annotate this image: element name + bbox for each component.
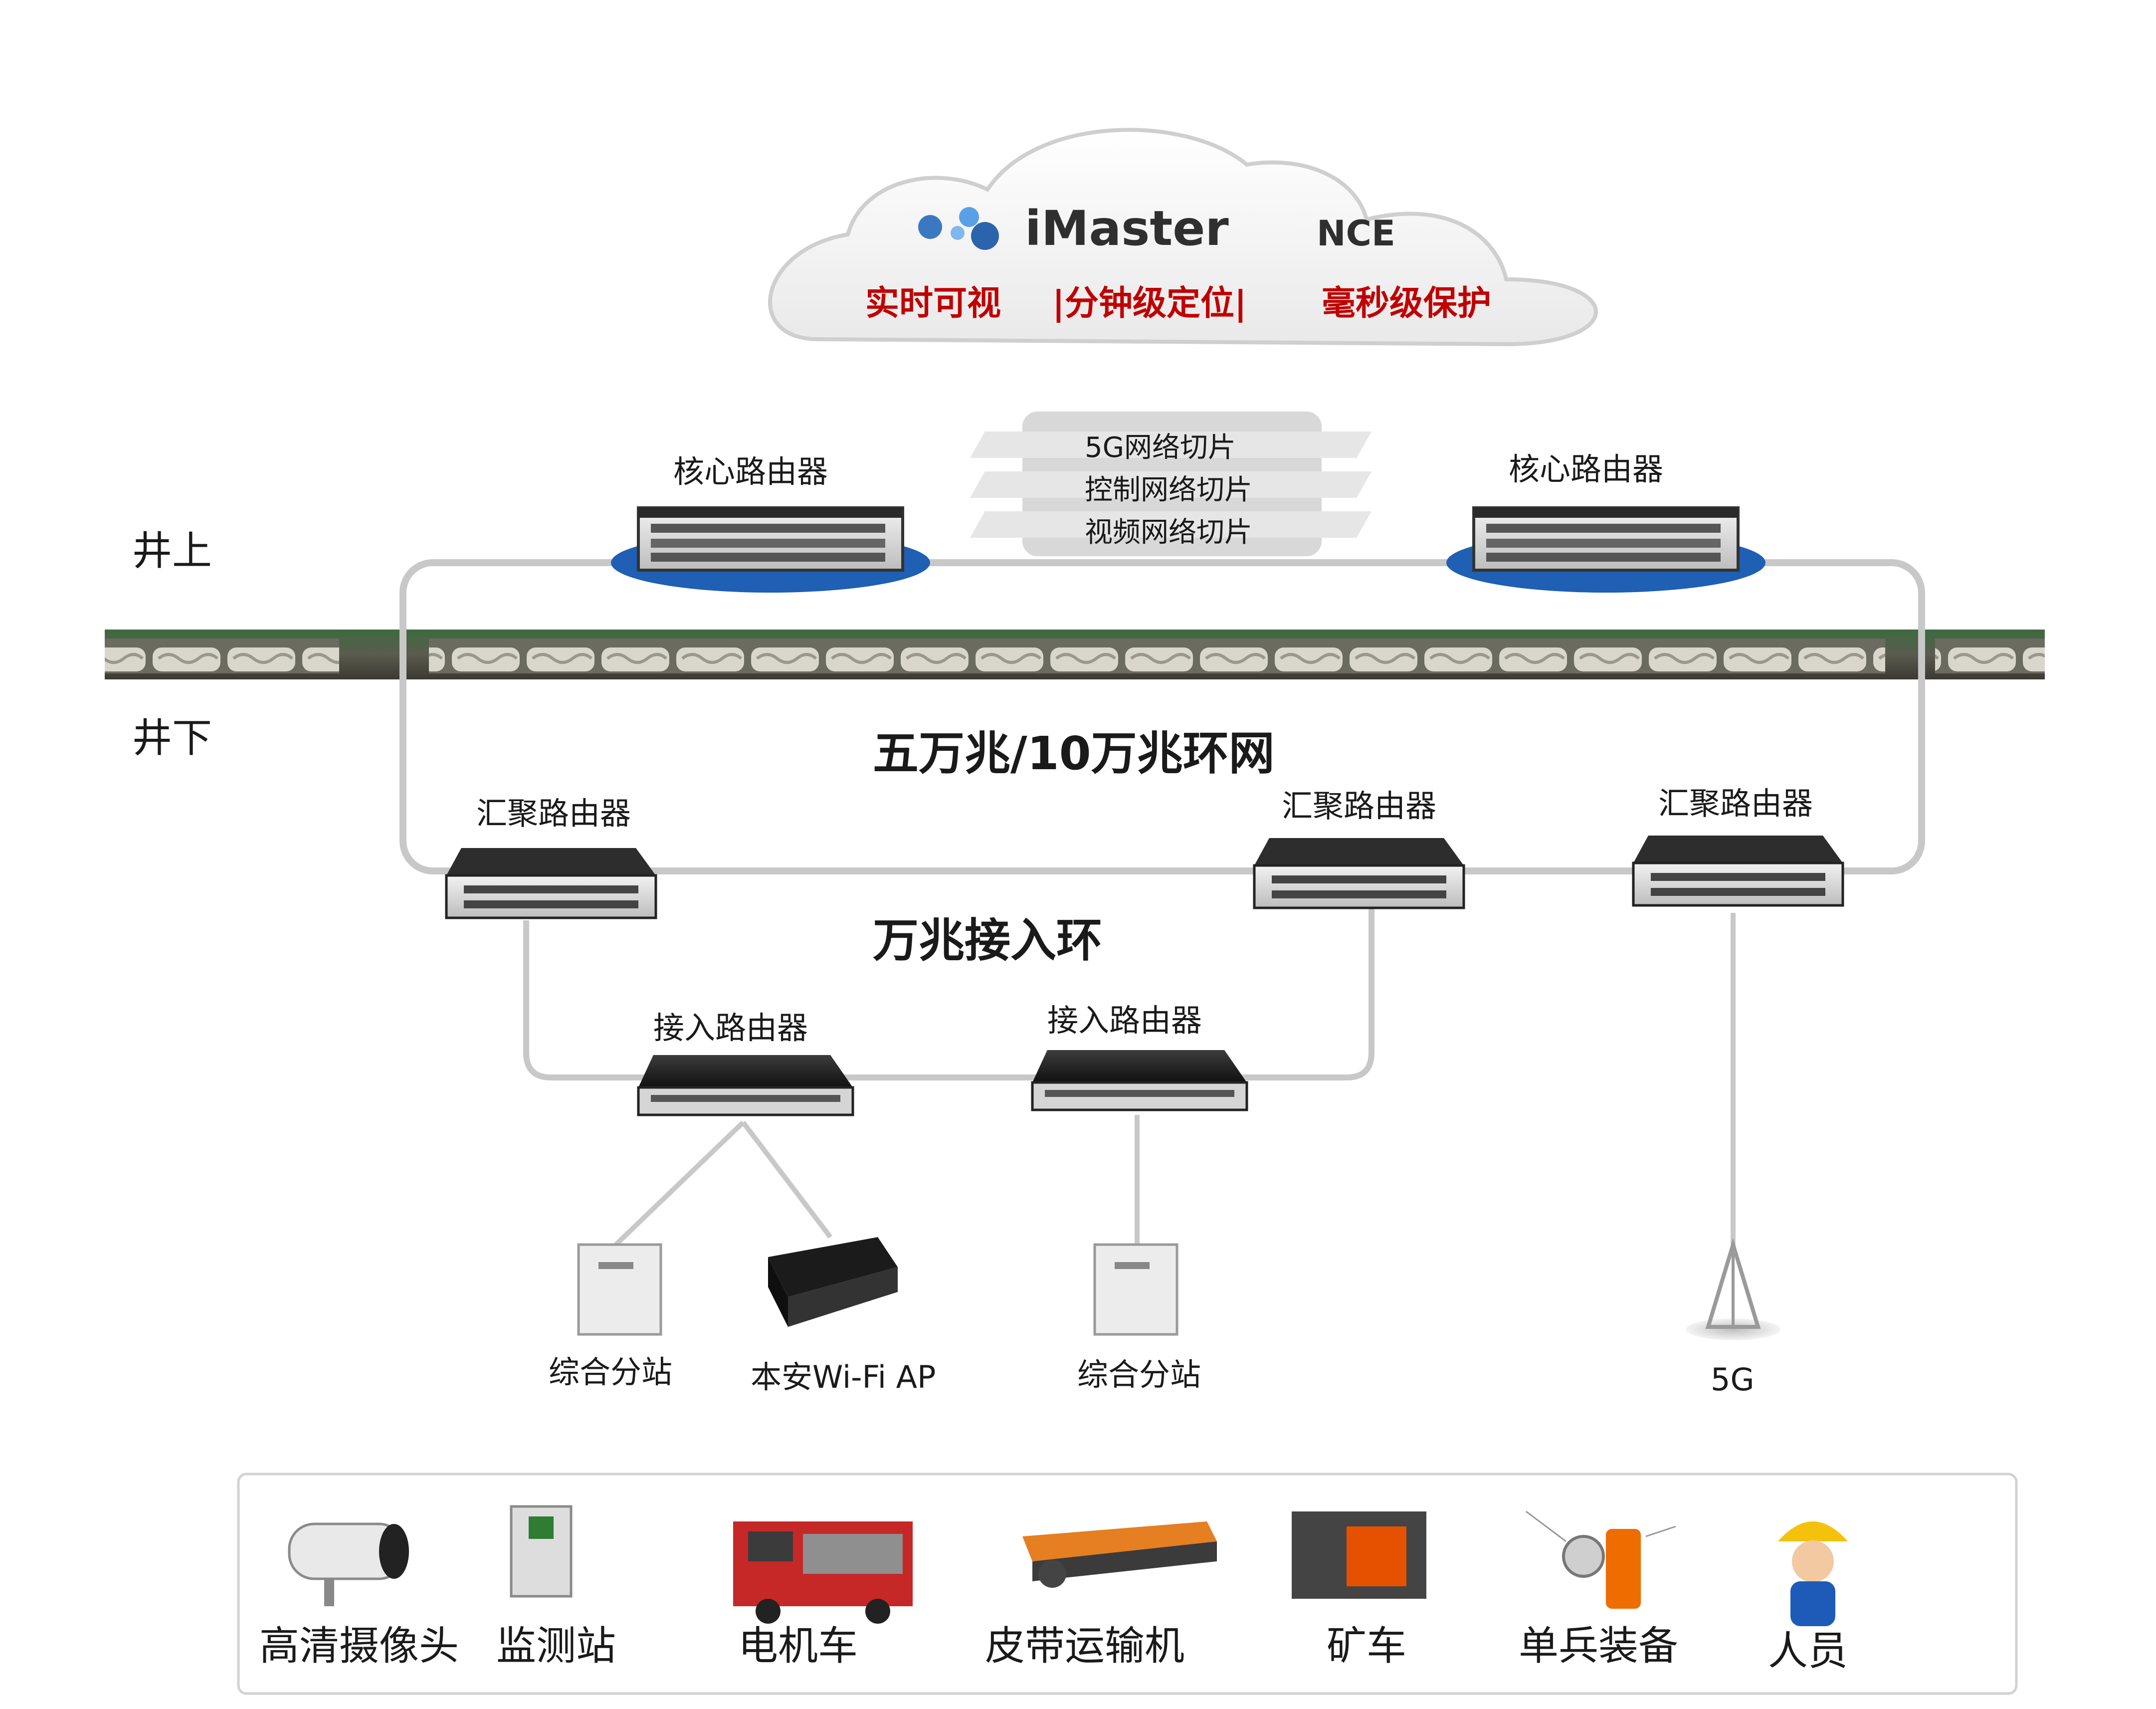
agg-router-mid-label: 汇聚路由器 <box>1282 788 1437 824</box>
feature-minute-locate: |分钟级定位| <box>1052 284 1247 323</box>
mine-car-icon <box>1292 1511 1426 1599</box>
link-wifi-ap <box>741 1120 832 1239</box>
network-slices <box>970 412 1372 556</box>
5g-tower-icon <box>1686 1238 1780 1340</box>
access-router-left-label: 接入路由器 <box>653 1010 808 1046</box>
agg-router-left-label: 汇聚路由器 <box>476 795 631 832</box>
terminal-personnel-label: 人员 <box>1768 1628 1848 1674</box>
person-icon <box>1778 1521 1848 1626</box>
wifi-ap-label: 本安Wi-Fi AP <box>751 1359 936 1395</box>
terminal-monitor-station-label: 监测站 <box>496 1623 616 1669</box>
backbone-ring <box>399 559 1925 874</box>
slice-control: 控制网络切片 <box>1085 474 1252 506</box>
cloud-shape <box>768 128 1598 347</box>
terminal-mine-car-label: 矿车 <box>1327 1623 1406 1669</box>
core-router-left-label: 核心路由器 <box>673 453 828 490</box>
access-router-right-label: 接入路由器 <box>1047 1002 1202 1039</box>
camera-icon <box>288 1522 409 1606</box>
zone-underground: 井下 <box>132 715 212 761</box>
access-ring <box>523 905 1374 1080</box>
wifi-ap-icon <box>768 1237 898 1327</box>
imaster-logo: iMaster NCE <box>910 197 1444 257</box>
substation-left-label: 综合分站 <box>549 1354 673 1390</box>
terminal-belt-conveyor-label: 皮带运输机 <box>985 1623 1184 1669</box>
terminal-soldier-equipment-label: 单兵装备 <box>1519 1623 1678 1669</box>
agg-router-right-label: 汇聚路由器 <box>1658 785 1813 822</box>
feature-ms-protection: 毫秒级保护 <box>1322 284 1492 323</box>
feature-realtime-visible: 实时可视 <box>865 284 1001 323</box>
backbone-ring-label: 五万兆/10万兆环网 <box>873 727 1275 780</box>
substation-right-icon <box>1093 1243 1178 1336</box>
slice-5g: 5G网络切片 <box>1085 431 1236 464</box>
electric-locomotive-icon <box>733 1521 913 1624</box>
access-ring-label: 万兆接入环 <box>873 914 1103 967</box>
core-router-left-icon <box>637 506 904 572</box>
terminal-camera-label: 高清摄像头 <box>259 1623 459 1669</box>
substation-left-icon <box>577 1243 662 1336</box>
soldier-equipment-icon <box>1526 1510 1676 1609</box>
slice-video: 视频网络切片 <box>1085 516 1252 549</box>
terminal-locomotive-label: 电机车 <box>738 1623 858 1669</box>
ground-strip <box>105 630 2045 679</box>
terminals-panel <box>237 1473 2018 1695</box>
5g-label: 5G <box>1711 1361 1755 1398</box>
access-router-left-icon <box>637 1055 854 1116</box>
agg-router-right-icon <box>1632 836 1844 907</box>
link-substation-left <box>614 1120 745 1247</box>
core-router-right-label: 核心路由器 <box>1509 451 1664 487</box>
core-router-right-icon <box>1472 506 1740 572</box>
agg-router-mid-icon <box>1253 838 1465 909</box>
imaster-brand-text: iMaster <box>1025 201 1229 256</box>
agg-router-left-icon <box>445 848 657 919</box>
imaster-logo-mark-icon <box>918 207 999 250</box>
access-router-right-icon <box>1031 1050 1248 1111</box>
belt-conveyor-icon <box>1022 1521 1217 1588</box>
monitor-station-icon <box>510 1505 573 1598</box>
zone-above-ground: 井上 <box>132 528 212 574</box>
imaster-brand-suffix: NCE <box>1317 213 1395 254</box>
substation-right-label: 综合分站 <box>1077 1356 1201 1393</box>
